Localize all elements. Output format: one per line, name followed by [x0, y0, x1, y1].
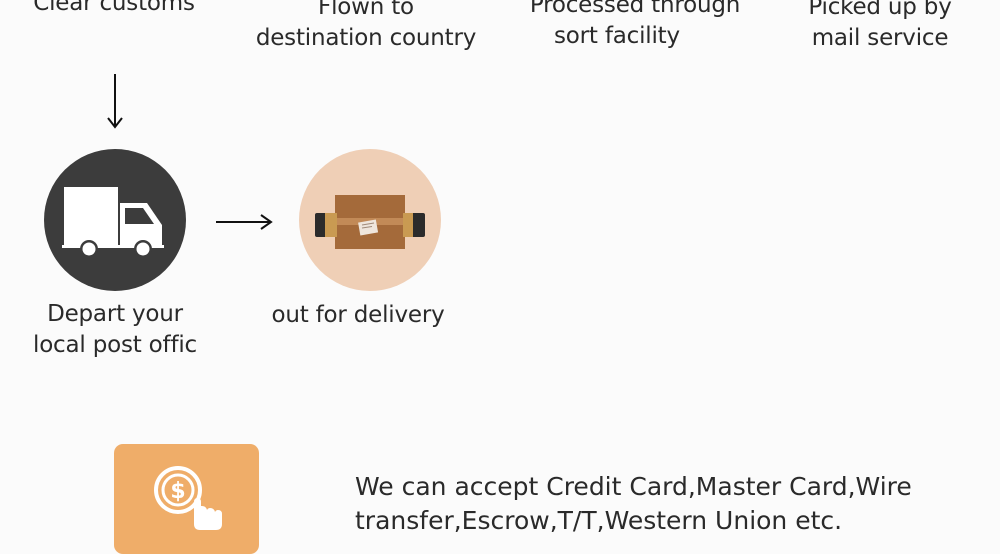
- dollar-hand-icon: $: [154, 466, 222, 530]
- step-label-line1: out for delivery: [271, 302, 445, 328]
- package-hands-icon: [315, 195, 425, 249]
- step-clear-customs-label: Clear customs: [14, 0, 214, 19]
- step-label-line2: sort facility: [554, 23, 680, 49]
- step-sort-facility-label: Processed through sort facility: [510, 0, 760, 52]
- step-picked-up-label: Picked up by mail service: [780, 0, 980, 54]
- arrow-down-icon: [107, 74, 123, 129]
- truck-icon: [62, 187, 164, 258]
- payment-text-line1: We can accept Credit Card,Master Card,Wi…: [355, 472, 912, 501]
- step-label-line1: Clear customs: [33, 0, 195, 16]
- step-label-line1: Picked up by: [808, 0, 952, 20]
- step-depart-label: Depart your local post offic: [8, 299, 222, 361]
- payment-methods-text: We can accept Credit Card,Master Card,Wi…: [355, 470, 912, 538]
- truck-circle: [44, 149, 186, 291]
- package-circle: [299, 149, 441, 291]
- svg-text:$: $: [170, 479, 185, 504]
- step-label-line2: local post offic: [33, 332, 197, 358]
- step-label-line1: Depart your: [47, 301, 183, 327]
- payment-card: $: [114, 444, 259, 554]
- step-flown-label: Flown to destination country: [236, 0, 496, 54]
- step-label-line1: Processed through: [529, 0, 741, 18]
- step-label-line1: Flown to: [318, 0, 414, 20]
- payment-text-line2: transfer,Escrow,T/T,Western Union etc.: [355, 506, 843, 535]
- step-label-line2: destination country: [255, 25, 477, 51]
- arrow-right-icon: [216, 214, 273, 230]
- step-label-line2: mail service: [811, 25, 949, 51]
- step-out-for-delivery-label: out for delivery: [248, 300, 468, 331]
